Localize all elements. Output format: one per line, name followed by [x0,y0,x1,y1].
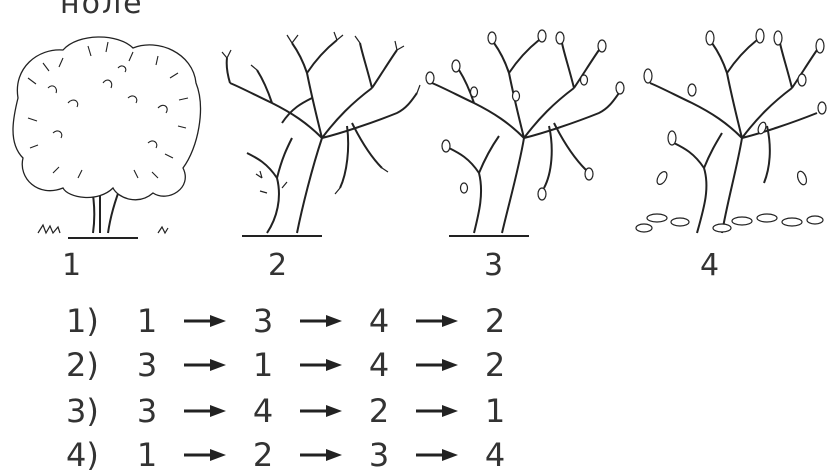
arrow-right-icon [402,404,472,418]
tree-label-2: 2 [268,248,288,283]
sequence-step: 3 [136,392,158,430]
sequence-step: 4 [484,436,506,474]
tree-falling-leaves-icon [632,28,832,238]
sequence-step: 1 [136,436,158,474]
answer-option-3[interactable]: 3) 3 4 2 1 [66,392,518,430]
sequence-step: 3 [136,346,158,384]
arrow-right-icon [170,404,240,418]
sequence-step: 2 [484,346,506,384]
tree-label-3: 3 [484,248,504,283]
arrow-right-icon [402,314,472,328]
arrow-right-icon [402,358,472,372]
tree-bare-branches-icon [221,28,422,238]
answer-option-4[interactable]: 4) 1 2 3 4 [66,436,518,474]
sequence-step: 4 [368,346,390,384]
sequence-step: 3 [252,302,274,340]
option-number: 1) [66,302,99,340]
arrow-right-icon [286,404,356,418]
sequence-step: 1 [136,302,158,340]
tree-budding-icon [424,28,625,238]
option-number: 2) [66,346,99,384]
arrow-right-icon [402,448,472,462]
header-fragment: ноле [60,0,144,21]
sequence-step: 1 [484,392,506,430]
answer-option-2[interactable]: 2) 3 1 4 2 [66,346,518,384]
sequence-step: 4 [252,392,274,430]
option-number: 4) [66,436,99,474]
sequence-step: 2 [484,302,506,340]
arrow-right-icon [286,314,356,328]
arrow-right-icon [170,358,240,372]
arrow-right-icon [286,448,356,462]
sequence-step: 2 [252,436,274,474]
tree-label-1: 1 [62,248,82,283]
tree-full-foliage-icon [8,28,208,239]
answer-option-1[interactable]: 1) 1 3 4 2 [66,302,518,340]
sequence-step: 2 [368,392,390,430]
sequence-step: 3 [368,436,390,474]
arrow-right-icon [170,448,240,462]
arrow-right-icon [286,358,356,372]
sequence-step: 4 [368,302,390,340]
tree-label-4: 4 [700,248,720,283]
arrow-right-icon [170,314,240,328]
sequence-step: 1 [252,346,274,384]
option-number: 3) [66,392,99,430]
